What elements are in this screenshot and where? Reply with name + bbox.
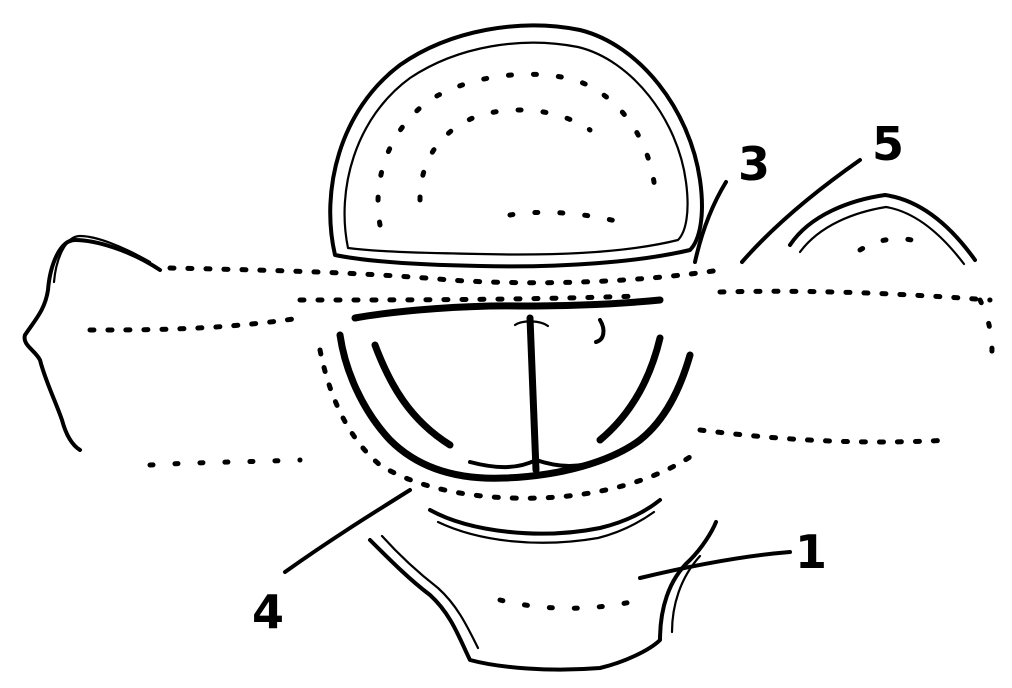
callout-label-3: 3 — [738, 137, 770, 191]
leader-lines — [285, 160, 860, 578]
leader-1 — [640, 552, 790, 578]
callout-label-5: 5 — [872, 117, 904, 171]
spinal-canal — [320, 300, 700, 498]
right-transverse-process — [700, 195, 992, 442]
vertebral-body — [330, 25, 702, 266]
spinous-process — [370, 522, 716, 670]
lamina — [430, 500, 660, 543]
annulus-band — [170, 268, 720, 300]
callout-label-4: 4 — [252, 585, 284, 639]
callout-label-1: 1 — [795, 525, 827, 579]
